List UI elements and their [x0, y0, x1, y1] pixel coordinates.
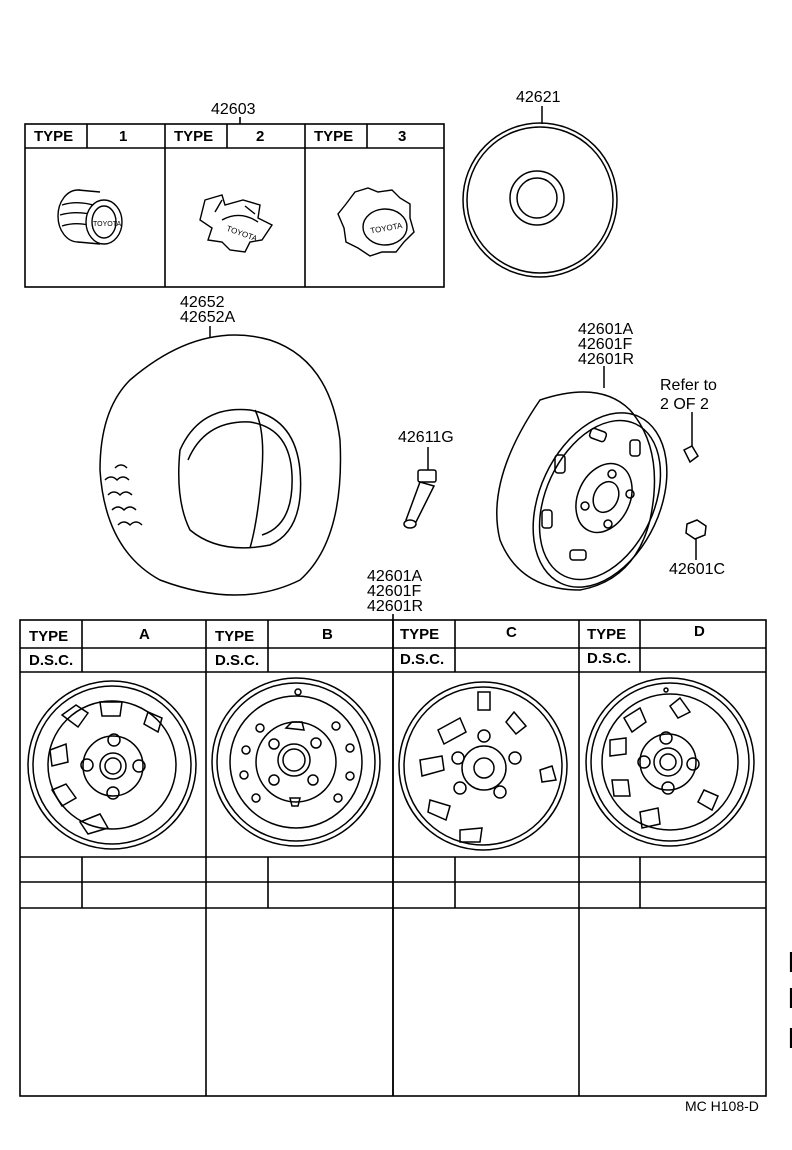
part-no-wheel-table-1: 42601A: [367, 568, 423, 585]
wheel-dsc-label-c: D.S.C.: [400, 651, 445, 668]
part-no-wheel-table-3: 42601R: [367, 598, 424, 615]
valve-icon: [403, 447, 437, 529]
wheel-dsc-label-b: D.S.C.: [215, 652, 260, 669]
wheel-type-c-icon: [398, 681, 568, 851]
svg-text:TOYOTA: TOYOTA: [93, 221, 121, 228]
hubcap-1-icon: TOYOTA: [57, 189, 123, 245]
hubcap-table-frame: [24, 123, 445, 288]
wheel-type-b-icon: [211, 677, 381, 847]
part-no-wheel-1: 42601A: [578, 321, 634, 338]
nut-icon: [685, 519, 707, 560]
wheel-type-d-icon: [585, 677, 755, 847]
hubcap-type-value-1: 1: [119, 128, 128, 145]
refer-note-line-1: Refer to: [660, 377, 717, 394]
refer-note: Refer to 2 OF 2: [660, 376, 717, 414]
part-no-wheel-2: 42601F: [578, 336, 633, 353]
part-no-wheel: 42601A 42601F 42601R: [578, 321, 635, 368]
part-no-42603: 42603: [211, 101, 256, 118]
footer-code: MC H108-D: [685, 1098, 759, 1114]
part-no-valve: 42611G: [398, 429, 454, 446]
hubcap-type-value-2: 2: [256, 128, 265, 145]
wheel-icon: [496, 366, 699, 591]
part-no-wheel-table-2: 42601F: [367, 583, 422, 600]
hubcap-type-label-3: TYPE: [314, 128, 354, 145]
wheel-table-frame: [19, 619, 767, 1097]
wheel-type-value-c: C: [506, 624, 517, 641]
wheel-type-a-icon: [27, 680, 197, 850]
wheel-type-label-a: TYPE: [29, 628, 69, 645]
part-no-nut: 42601C: [669, 561, 726, 578]
hubcap-type-label-2: TYPE: [174, 128, 214, 145]
wheel-type-value-d: D: [694, 623, 705, 640]
hubcap-3-icon: TOYOTA: [337, 187, 415, 257]
part-no-wheel-3: 42601R: [578, 351, 635, 368]
refer-note-line-2: 2 OF 2: [660, 396, 709, 413]
hubcap-type-value-3: 3: [398, 128, 407, 145]
hubcap-2-icon: TOYOTA: [199, 194, 274, 253]
wheel-type-label-c: TYPE: [400, 626, 440, 643]
wheel-dsc-label-a: D.S.C.: [29, 652, 74, 669]
hubcap-type-label-1: TYPE: [34, 128, 74, 145]
tire-icon: [99, 326, 342, 596]
wheel-type-value-a: A: [139, 626, 150, 643]
wheel-dsc-label-d: D.S.C.: [587, 650, 632, 667]
part-no-tire-1: 42652: [180, 294, 225, 311]
part-no-ornament: 42621: [516, 89, 561, 106]
wheel-type-value-b: B: [322, 626, 333, 643]
wheel-type-label-b: TYPE: [215, 628, 255, 645]
part-no-wheel-table: 42601A 42601F 42601R: [367, 568, 424, 615]
part-no-tire-2: 42652A: [180, 309, 236, 326]
ornament-icon: [462, 106, 618, 278]
part-no-tire: 42652 42652A: [180, 294, 236, 326]
wheel-type-label-d: TYPE: [587, 626, 627, 643]
